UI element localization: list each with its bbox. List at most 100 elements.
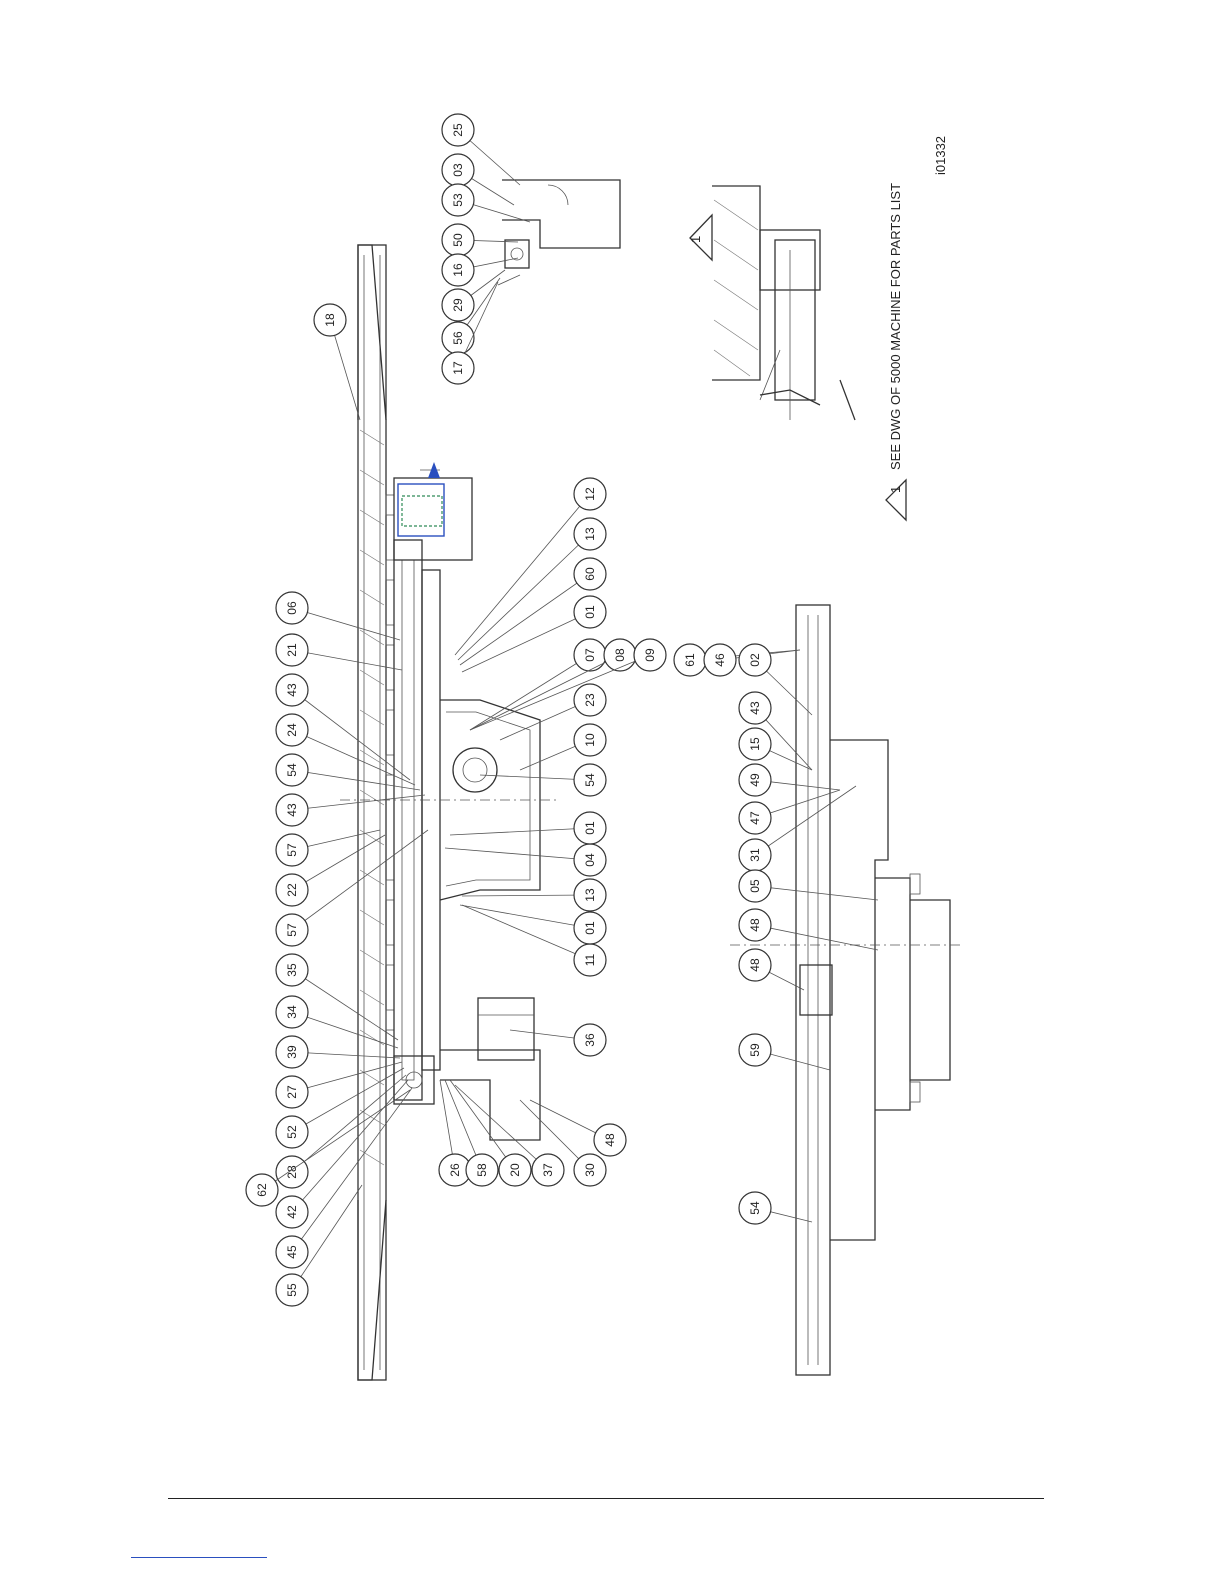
callout-leader bbox=[460, 905, 590, 928]
callout-label: 37 bbox=[541, 1163, 555, 1177]
callout-label: 46 bbox=[713, 653, 727, 667]
callout-leader bbox=[455, 1085, 548, 1170]
callout-leader bbox=[458, 534, 590, 660]
callout-bubble: 45 bbox=[276, 1236, 308, 1268]
callout-leader bbox=[450, 828, 590, 835]
callout-label: 15 bbox=[748, 737, 762, 751]
callout-bubble: 06 bbox=[276, 592, 308, 624]
callout-label: 36 bbox=[583, 1033, 597, 1047]
callout-bubble: 50 bbox=[442, 224, 474, 256]
callout-bubble: 17 bbox=[442, 352, 474, 384]
callout-label: 05 bbox=[748, 879, 762, 893]
callout-bubble: 01 bbox=[574, 596, 606, 628]
callout-bubble: 29 bbox=[442, 289, 474, 321]
callout-bubble: 59 bbox=[739, 1034, 771, 1066]
callout-label: 01 bbox=[583, 605, 597, 619]
callout-label: 16 bbox=[451, 263, 465, 277]
callout-leader bbox=[445, 848, 590, 860]
callout-label: 56 bbox=[451, 331, 465, 345]
callout-leader bbox=[292, 1080, 408, 1212]
callout-label: 59 bbox=[748, 1043, 762, 1057]
callout-bubble: 54 bbox=[574, 764, 606, 796]
callout-bubble: 20 bbox=[499, 1154, 531, 1186]
callout-leader bbox=[292, 1088, 412, 1252]
section-marker-label: 1 bbox=[688, 236, 703, 243]
callout-label: 45 bbox=[285, 1245, 299, 1259]
callout-label: 30 bbox=[583, 1163, 597, 1177]
callout-bubble: 24 bbox=[276, 714, 308, 746]
callout-bubble: 43 bbox=[276, 794, 308, 826]
callout-label: 43 bbox=[285, 683, 299, 697]
callout-bubble: 54 bbox=[276, 754, 308, 786]
callout-label: 60 bbox=[583, 567, 597, 581]
callout-bubble: 35 bbox=[276, 954, 308, 986]
parts-list-note: 1 SEE DWG OF 5000 MACHINE FOR PARTS LIST bbox=[886, 183, 906, 520]
callout-label: 54 bbox=[583, 773, 597, 787]
callout-bubble: 16 bbox=[442, 254, 474, 286]
callout-bubble: 57 bbox=[276, 914, 308, 946]
callout-label: 52 bbox=[285, 1125, 299, 1139]
callout-bubble: 04 bbox=[574, 844, 606, 876]
callout-bubble: 43 bbox=[276, 674, 308, 706]
callout-label: 62 bbox=[255, 1183, 269, 1197]
callout-label: 12 bbox=[583, 487, 597, 501]
callout-label: 25 bbox=[451, 123, 465, 137]
callout-label: 58 bbox=[475, 1163, 489, 1177]
callout-leader bbox=[292, 730, 415, 785]
callout-label: 09 bbox=[643, 648, 657, 662]
callout-bubble: 60 bbox=[574, 558, 606, 590]
callout-bubble: 58 bbox=[466, 1154, 498, 1186]
callout-label: 43 bbox=[748, 701, 762, 715]
callout-label: 39 bbox=[285, 1045, 299, 1059]
callout-bubble: 55 bbox=[276, 1274, 308, 1306]
callout-bubble: 54 bbox=[739, 1192, 771, 1224]
callout-label: 24 bbox=[285, 723, 299, 737]
callout-bubble: 53 bbox=[442, 184, 474, 216]
callout-bubble: 56 bbox=[442, 322, 474, 354]
callout-leader bbox=[460, 574, 590, 665]
note-marker: 1 bbox=[888, 486, 903, 493]
callout-leader bbox=[292, 1075, 406, 1172]
callout-label: 57 bbox=[285, 923, 299, 937]
callout-bubble: 48 bbox=[594, 1124, 626, 1156]
callout-label: 54 bbox=[748, 1201, 762, 1215]
callout-leader bbox=[470, 655, 650, 730]
callout-label: 03 bbox=[451, 163, 465, 177]
callout-label: 48 bbox=[603, 1133, 617, 1147]
footer-link-underline[interactable] bbox=[131, 1557, 267, 1558]
callout-bubble: 30 bbox=[574, 1154, 606, 1186]
callout-label: 29 bbox=[451, 298, 465, 312]
callout-label: 06 bbox=[285, 601, 299, 615]
callout-bubbles: 1806214324544357225735343927522842456255… bbox=[246, 114, 878, 1306]
callout-label: 50 bbox=[451, 233, 465, 247]
callout-leader bbox=[755, 886, 878, 900]
callout-label: 61 bbox=[683, 653, 697, 667]
callout-label: 27 bbox=[285, 1085, 299, 1099]
callout-bubble: 31 bbox=[739, 839, 771, 871]
main-assembly-view bbox=[340, 245, 560, 1380]
callout-bubble: 18 bbox=[314, 304, 346, 336]
callout-bubble: 25 bbox=[442, 114, 474, 146]
callout-label: 48 bbox=[748, 918, 762, 932]
callout-bubble: 46 bbox=[704, 644, 736, 676]
callout-bubble: 37 bbox=[532, 1154, 564, 1186]
callout-bubble: 52 bbox=[276, 1116, 308, 1148]
callout-label: 20 bbox=[508, 1163, 522, 1177]
callout-bubble: 23 bbox=[574, 684, 606, 716]
callout-label: 34 bbox=[285, 1005, 299, 1019]
callout-label: 11 bbox=[583, 953, 597, 966]
callout-bubble: 27 bbox=[276, 1076, 308, 1108]
callout-leader bbox=[292, 970, 398, 1040]
callout-bubble: 47 bbox=[739, 802, 771, 834]
callout-bubble: 05 bbox=[739, 870, 771, 902]
callout-label: 18 bbox=[323, 313, 337, 327]
callout-label: 28 bbox=[285, 1165, 299, 1179]
section-view: 1 bbox=[688, 186, 855, 420]
callout-leader bbox=[470, 655, 590, 730]
callout-label: 13 bbox=[583, 888, 597, 902]
callout-label: 01 bbox=[583, 921, 597, 935]
callout-label: 35 bbox=[285, 963, 299, 977]
callout-bubble: 22 bbox=[276, 874, 308, 906]
callout-bubble: 07 bbox=[574, 639, 606, 671]
callout-leader bbox=[462, 895, 590, 896]
